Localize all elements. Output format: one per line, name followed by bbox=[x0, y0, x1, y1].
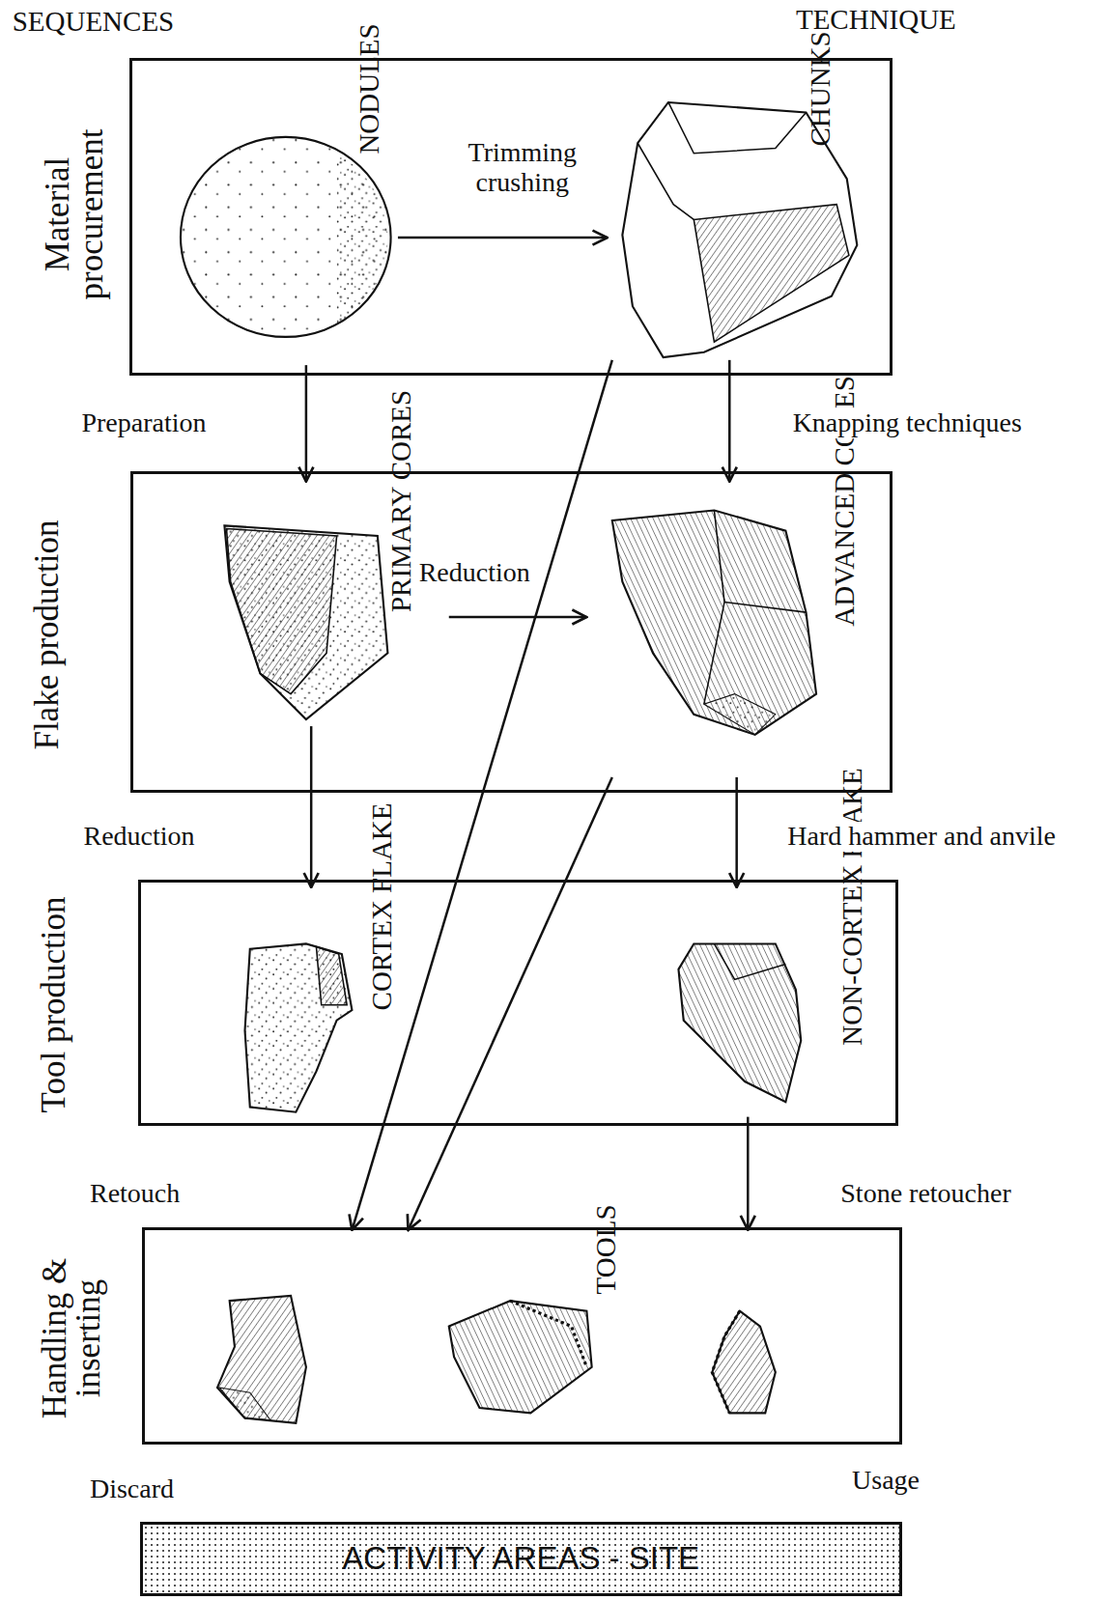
material-item: NODULES bbox=[173, 69, 398, 366]
core-item: ADVANCED CORES bbox=[586, 481, 882, 778]
advanced-core bbox=[612, 510, 817, 736]
column-heading: TECHNIQUE bbox=[795, 4, 957, 36]
sequence-box: TOOLSHandling & inserting bbox=[141, 1227, 903, 1445]
sequence-box: NODULESCHUNKSMaterial procurement bbox=[129, 57, 893, 376]
flow-arrow bbox=[397, 236, 608, 240]
chunk-ridge bbox=[637, 142, 694, 220]
flake-item: CORTEX FLAKE bbox=[158, 887, 429, 1118]
edge-label: Reduction bbox=[82, 821, 198, 852]
flow-arrow bbox=[351, 360, 612, 1231]
flow-arrow bbox=[728, 360, 732, 482]
cortex-flake bbox=[245, 943, 353, 1112]
flow-arrow bbox=[310, 726, 313, 888]
edge-label: Trimming crushing bbox=[454, 138, 590, 199]
tools bbox=[217, 1296, 776, 1424]
column-heading: SEQUENCES bbox=[12, 6, 175, 38]
tool-outline bbox=[711, 1311, 775, 1415]
tool-cortex bbox=[219, 1388, 271, 1421]
chunk-facet bbox=[693, 204, 850, 343]
core-outline bbox=[224, 525, 388, 720]
edge-label: Hard hammer and anvile bbox=[785, 821, 1058, 852]
non-cortex-flake bbox=[678, 943, 801, 1103]
tool-outline bbox=[217, 1296, 307, 1424]
step-label: Usage bbox=[851, 1466, 920, 1497]
activity-band: ACTIVITY AREAS - SITE bbox=[140, 1522, 903, 1597]
item-heading: CORTEX FLAKE bbox=[366, 802, 397, 1011]
edge-label: Preparation bbox=[79, 408, 208, 439]
tool-retouch bbox=[510, 1301, 587, 1368]
flow-arrow bbox=[746, 1117, 750, 1231]
item-heading: PRIMARY CORES bbox=[386, 389, 418, 612]
flow-arrow bbox=[305, 365, 309, 482]
step-label: Discard bbox=[89, 1474, 174, 1505]
tool-retouch bbox=[711, 1311, 740, 1415]
flake-outline bbox=[245, 943, 353, 1112]
nodule-outline bbox=[180, 137, 392, 338]
chunk-ridge bbox=[668, 102, 807, 154]
core-ridge bbox=[724, 602, 807, 614]
flake-scar bbox=[315, 947, 347, 1006]
item-heading: TOOLS bbox=[591, 1150, 623, 1349]
material-item: CHUNKS bbox=[607, 69, 868, 361]
core-item: PRIMARY CORES bbox=[163, 481, 450, 728]
sequence-box: PRIMARY CORESADVANCED CORESFlake product… bbox=[130, 471, 893, 794]
nodule bbox=[180, 137, 392, 338]
tool-outline bbox=[449, 1301, 593, 1414]
edge-label: Stone retoucher bbox=[838, 1179, 1014, 1210]
flow-arrow bbox=[408, 777, 613, 1231]
nodule-cortex-dots bbox=[337, 153, 389, 325]
core-ridge bbox=[704, 510, 725, 706]
sequence-label: Material procurement bbox=[39, 114, 108, 313]
activity-label: ACTIVITY AREAS - SITE bbox=[341, 1541, 700, 1577]
flake-item: NON-CORTEX FLAKE bbox=[571, 887, 888, 1118]
sequence-label: Handling & inserting bbox=[37, 1239, 106, 1438]
sequence-label: Flake production bbox=[28, 519, 63, 750]
flow-arrow bbox=[449, 616, 588, 620]
core-cortex bbox=[704, 694, 776, 736]
step-label: Retouch bbox=[89, 1179, 180, 1210]
core-outline bbox=[612, 510, 817, 736]
sequence-label: Tool production bbox=[35, 896, 70, 1113]
edge-label: Reduction bbox=[417, 558, 533, 589]
flake-ridge bbox=[713, 943, 786, 980]
primary-core bbox=[224, 525, 388, 720]
item-heading: NODULES bbox=[353, 0, 385, 188]
item-heading: NON-CORTEX FLAKE bbox=[837, 767, 869, 1046]
sequence-box: CORTEX FLAKENON-CORTEX FLAKETool product… bbox=[138, 879, 899, 1128]
edge-label: Knapping techniques bbox=[791, 408, 1024, 439]
core-scar bbox=[226, 529, 338, 695]
flow-arrow bbox=[735, 777, 738, 888]
flake-outline bbox=[678, 943, 801, 1103]
tools-item: TOOLS bbox=[152, 1230, 893, 1435]
